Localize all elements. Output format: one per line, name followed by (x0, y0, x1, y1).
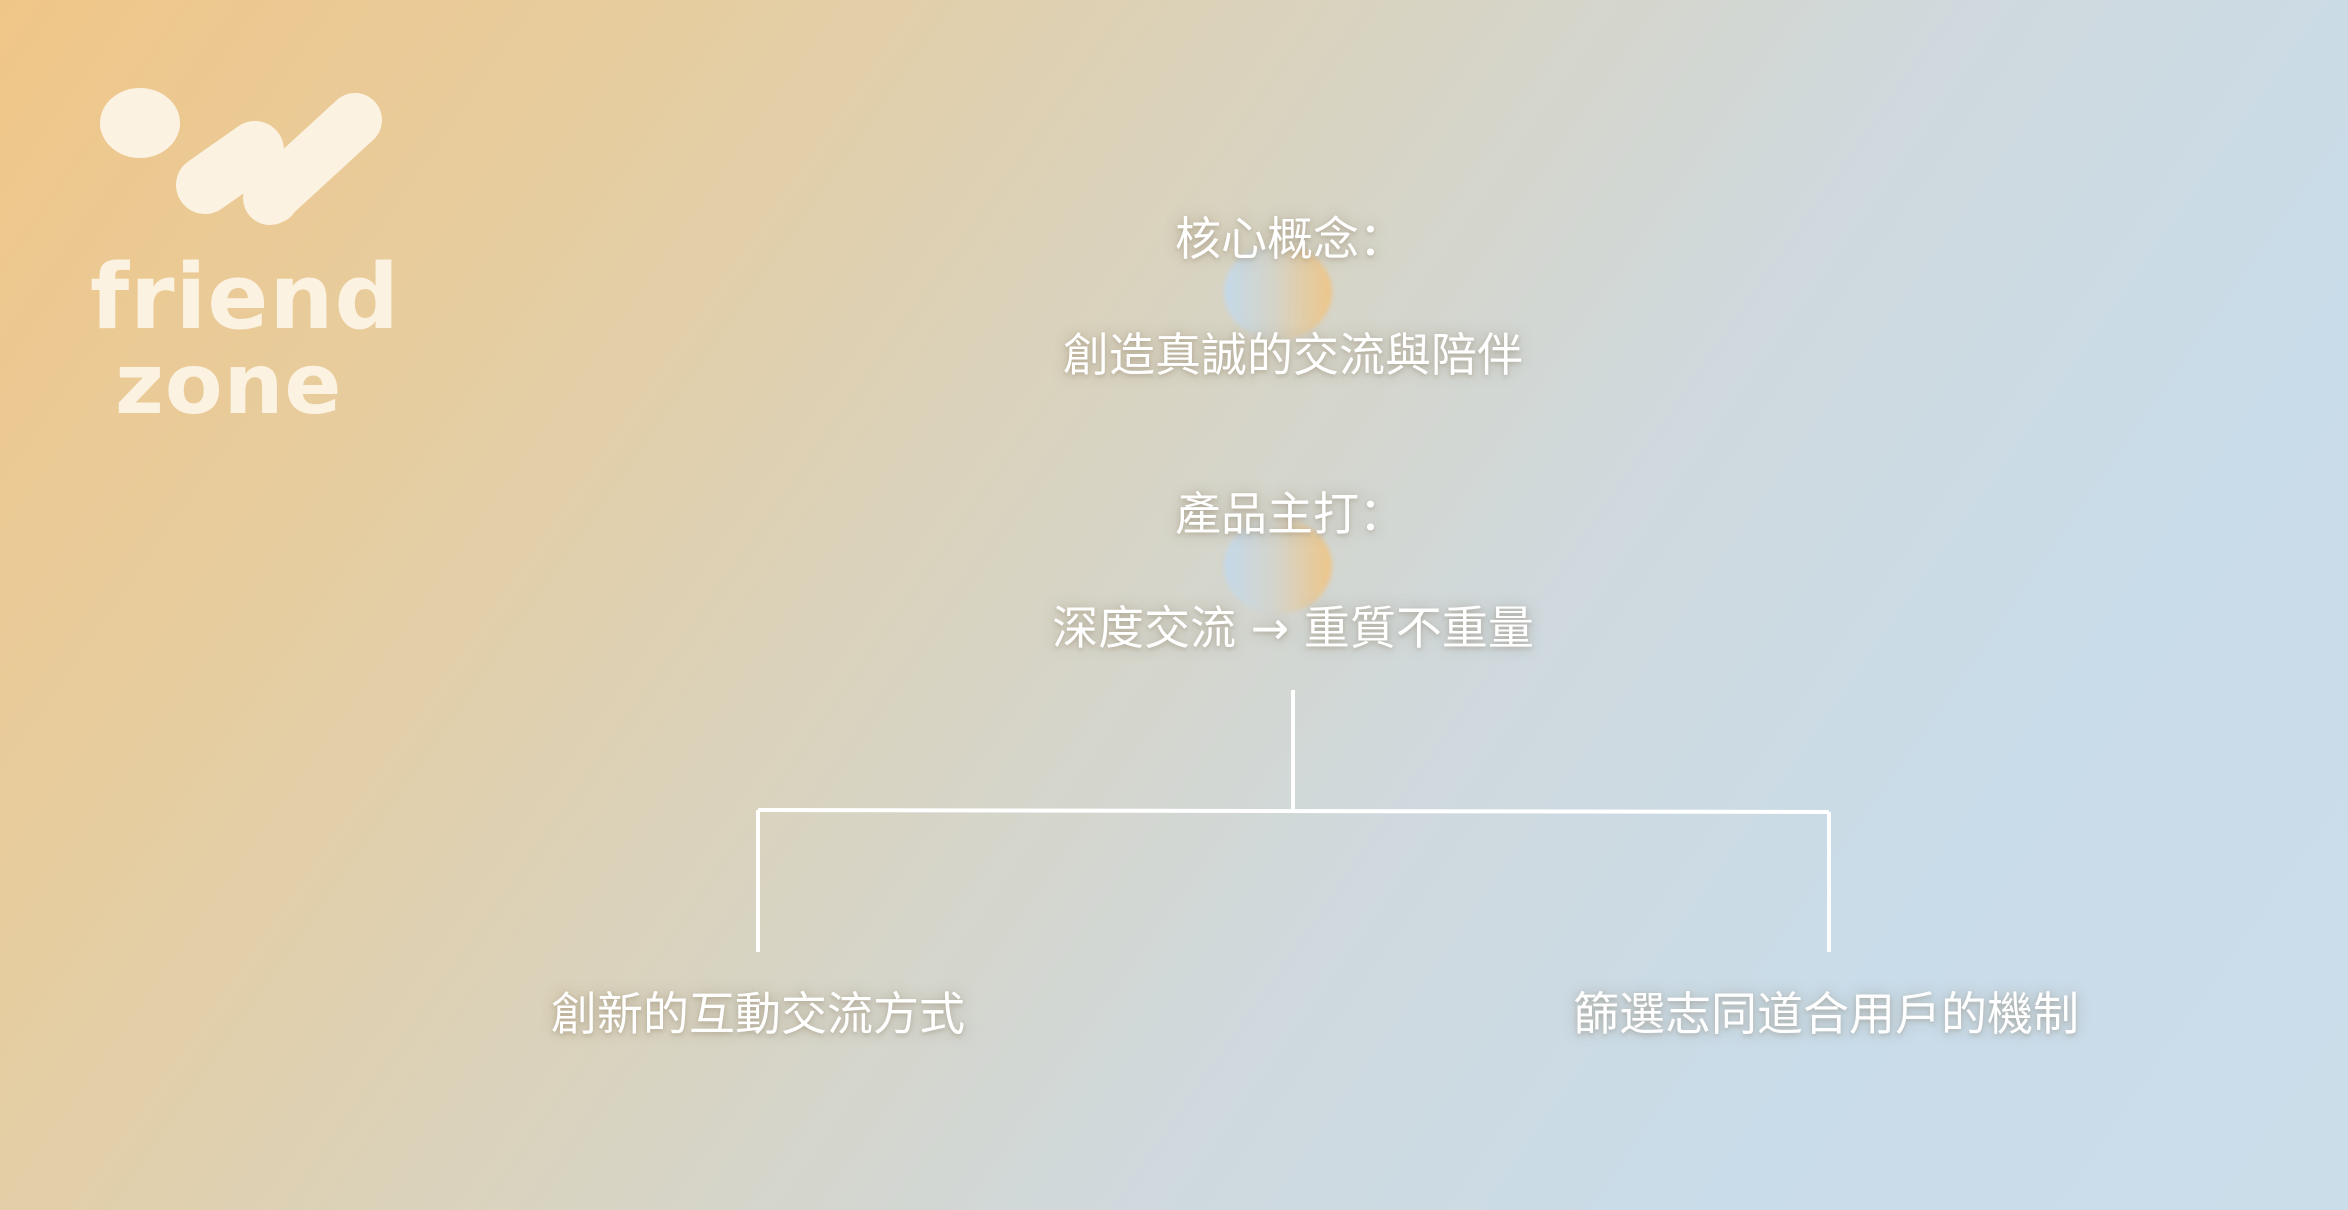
core-concept-heading: 核心概念： (1175, 212, 1405, 266)
logo-text-zone: zone (115, 335, 343, 433)
decorative-orb (1224, 518, 1332, 614)
core-concept-text: 創造真誠的交流與陪伴 (1063, 328, 1523, 382)
decorative-orb (1224, 244, 1332, 340)
logo-text-friend: friend (90, 245, 400, 350)
logo-mark-icon (100, 88, 382, 225)
product-focus-heading: 產品主打： (1175, 487, 1405, 541)
product-focus-text: 深度交流 → 重質不重量 (1052, 601, 1534, 655)
friendzone-logo: friend zone (90, 80, 400, 433)
connector-crossbar (757, 808, 1830, 814)
branch-user-matching: 篩選志同道合用戶的機制 (1573, 987, 2079, 1041)
branch-interaction-method: 創新的互動交流方式 (551, 987, 965, 1041)
